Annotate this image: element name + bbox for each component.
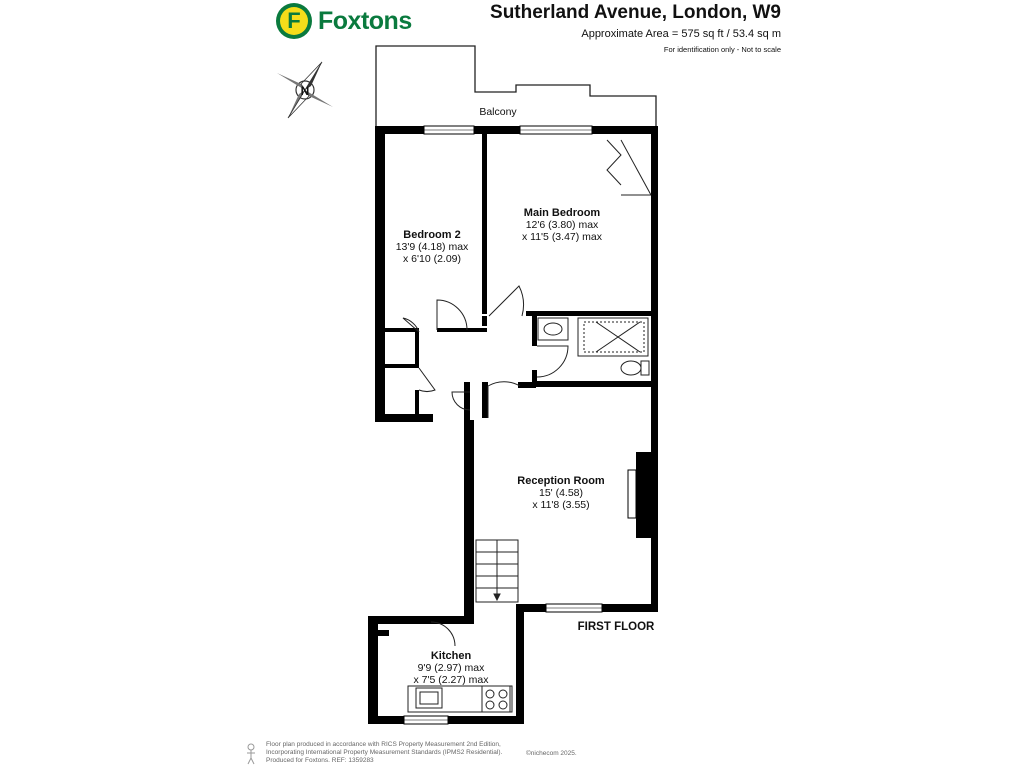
compass-label: N bbox=[301, 84, 310, 98]
footer-notes: Floor plan produced in accordance with R… bbox=[266, 741, 502, 766]
doors bbox=[402, 139, 652, 647]
reception-name: Reception Room bbox=[517, 475, 605, 487]
bedroom2-dim2: x 6'10 (2.09) bbox=[403, 253, 461, 265]
floor-label: FIRST FLOOR bbox=[578, 621, 655, 633]
property-title: Sutherland Avenue, London, W9 bbox=[490, 2, 781, 23]
kitchen-name: Kitchen bbox=[431, 650, 472, 662]
stairs bbox=[475, 539, 519, 603]
footer-line3: Produced for Foxtons. REF: 1359283 bbox=[266, 757, 374, 765]
brand-name: Foxtons bbox=[318, 6, 412, 35]
footer-credit: ©nichecom 2025. bbox=[526, 750, 577, 757]
balcony-area bbox=[375, 45, 657, 128]
kitchen-dim2: x 7'5 (2.27) max bbox=[414, 674, 490, 686]
reception-dim2: x 11'8 (3.55) bbox=[532, 499, 589, 511]
kitchen-fixtures bbox=[407, 685, 513, 713]
foxtons-logo-icon: F bbox=[276, 3, 312, 39]
logo-letter: F bbox=[280, 7, 308, 35]
footer-line2: Incorporating International Property Mea… bbox=[266, 749, 503, 757]
bedroom2-name: Bedroom 2 bbox=[403, 229, 460, 241]
footer: Floor plan produced in accordance with R… bbox=[244, 741, 784, 767]
brand: F Foxtons bbox=[276, 3, 412, 39]
compass-icon: N bbox=[277, 61, 333, 119]
main-bedroom-dim2: x 11'5 (3.47) max bbox=[522, 231, 603, 243]
bathroom-fixtures bbox=[537, 317, 650, 376]
balcony-label: Balcony bbox=[479, 106, 517, 118]
header: F Foxtons Sutherland Avenue, London, W9 … bbox=[0, 0, 1024, 60]
approximate-area: Approximate Area = 575 sq ft / 53.4 sq m bbox=[581, 28, 781, 40]
footer-line1: Floor plan produced in accordance with R… bbox=[266, 741, 501, 748]
main-bedroom-name: Main Bedroom bbox=[524, 207, 601, 219]
identification-note: For identification only - Not to scale bbox=[663, 45, 781, 54]
walls bbox=[368, 126, 658, 724]
rics-person-icon bbox=[247, 743, 255, 765]
kitchen-dim1: 9'9 (2.97) max bbox=[418, 662, 486, 674]
bedroom2-dim1: 13'9 (4.18) max bbox=[396, 241, 469, 253]
main-bedroom-dim1: 12'6 (3.80) max bbox=[526, 219, 599, 231]
reception-dim1: 15' (4.58) bbox=[539, 487, 583, 499]
